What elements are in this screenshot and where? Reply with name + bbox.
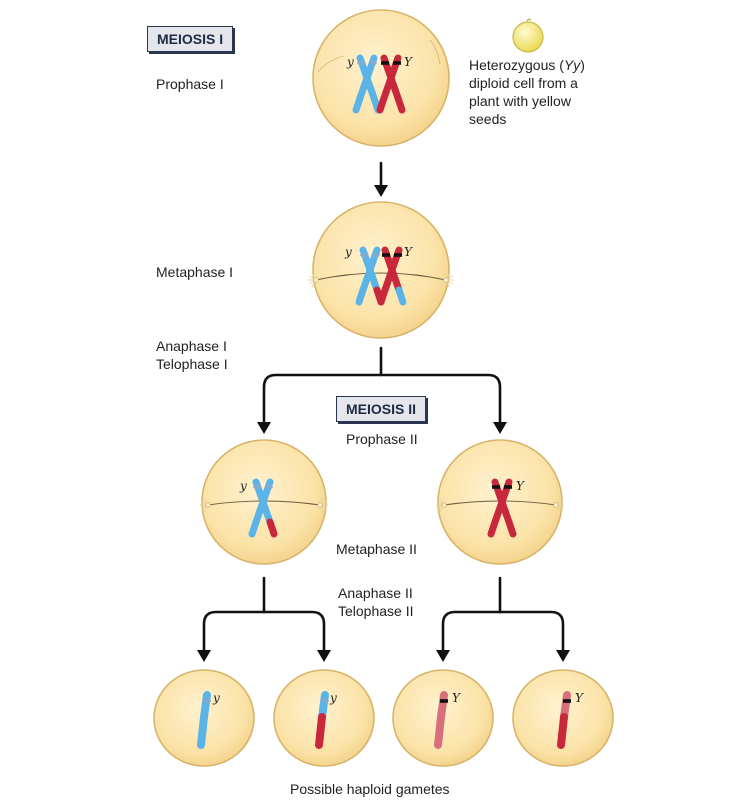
centrosome xyxy=(313,277,319,283)
flow-arrows xyxy=(197,161,570,662)
description-line3: plant with yellow xyxy=(469,93,571,109)
stage-label-prophase-ii: Prophase II xyxy=(346,431,418,447)
description-line1-post: ) xyxy=(580,57,585,73)
centrosome xyxy=(317,502,323,508)
allele-label-Y: Y xyxy=(575,691,584,705)
stage-label-anaphase-ii: Anaphase II xyxy=(338,585,413,601)
arrow-head-icon xyxy=(374,185,388,197)
allele-label-Y: Y xyxy=(452,691,461,705)
chromatid-arm xyxy=(487,518,499,538)
connector-elbow xyxy=(262,373,381,422)
description-genotype: Yy xyxy=(563,57,581,73)
allele-locus-band xyxy=(382,253,390,257)
chromatid-arm xyxy=(266,518,278,538)
meiosis-i-heading: MEIOSIS I xyxy=(147,26,234,52)
footer-caption: Possible haploid gametes xyxy=(290,781,450,797)
chromatid-arm xyxy=(377,286,389,306)
allele-locus xyxy=(253,484,261,490)
yellow-seed-icon xyxy=(512,18,544,53)
spindle-fiber xyxy=(315,272,447,281)
arrow-head-icon xyxy=(197,650,211,662)
chromatid-arm xyxy=(355,286,367,306)
chromatid-arm xyxy=(557,713,568,749)
cell xyxy=(312,9,450,147)
cells-layer xyxy=(153,9,614,767)
connector-elbow xyxy=(500,610,565,650)
arrow-head-icon xyxy=(556,650,570,662)
chromatid-arm xyxy=(352,94,364,114)
allele-locus-band xyxy=(492,485,500,489)
chromosomes-layer xyxy=(197,54,571,749)
stage-label-anaphase-i: Anaphase I xyxy=(156,338,227,354)
meiosis-ii-heading: MEIOSIS II xyxy=(336,396,427,422)
centrosome xyxy=(553,502,559,508)
centrosome xyxy=(441,502,447,508)
allele-locus xyxy=(321,698,329,704)
chromatid-arm xyxy=(248,518,260,538)
spindle-fiber xyxy=(429,39,441,65)
cell xyxy=(312,201,450,339)
connector-elbow xyxy=(264,610,326,650)
allele-locus-band xyxy=(381,61,389,65)
allele-label-y: y xyxy=(239,479,247,493)
centrosome xyxy=(205,502,211,508)
description-line4: seeds xyxy=(469,111,507,127)
chromatid-arm xyxy=(376,94,388,114)
allele-label-Y: Y xyxy=(404,55,413,69)
spindle-fiber xyxy=(317,55,345,73)
allele-locus-band xyxy=(504,485,512,489)
allele-locus xyxy=(360,252,368,258)
connector-elbow xyxy=(202,610,264,650)
chromatid-arm xyxy=(505,518,517,538)
chromatid-arm xyxy=(394,94,406,114)
chromatid-arm xyxy=(315,713,326,749)
connector-elbow xyxy=(441,610,500,650)
stage-label-telophase-ii: Telophase II xyxy=(338,603,414,619)
stage-label-metaphase-i: Metaphase I xyxy=(156,264,234,280)
connector-elbow xyxy=(381,373,502,422)
allele-locus xyxy=(369,60,377,66)
allele-label-Y: Y xyxy=(516,479,525,493)
allele-locus-band xyxy=(393,61,401,65)
allele-locus-band xyxy=(563,699,571,703)
description-line2: diploid cell from a xyxy=(469,75,578,91)
allele-label-Y: Y xyxy=(404,245,413,259)
chromatid-arm xyxy=(197,713,208,749)
allele-locus-band xyxy=(440,699,448,703)
arrow-head-icon xyxy=(493,422,507,434)
allele-label-y: y xyxy=(346,55,354,69)
allele-locus xyxy=(372,252,380,258)
allele-locus xyxy=(357,60,365,66)
arrow-head-icon xyxy=(257,422,271,434)
allele-label-y: y xyxy=(344,245,352,259)
arrow-head-icon xyxy=(436,650,450,662)
allele-locus-band xyxy=(394,253,402,257)
allele-label-y: y xyxy=(329,691,337,705)
allele-locus xyxy=(203,698,211,704)
arrow-head-icon xyxy=(317,650,331,662)
description-line1-pre: Heterozygous ( xyxy=(469,57,564,73)
allele-label-y: y xyxy=(212,691,220,705)
chromatid-arm xyxy=(395,286,407,306)
allele-locus xyxy=(265,484,273,490)
stage-label-telophase-i: Telophase I xyxy=(156,356,228,372)
stage-label-metaphase-ii: Metaphase II xyxy=(336,541,417,557)
stage-label-prophase-i: Prophase I xyxy=(156,76,224,92)
allele-labels: y Y y Y y Y y y Y Y xyxy=(212,55,584,705)
centrosome xyxy=(443,277,449,283)
cell-description: Heterozygous (Yy) diploid cell from a pl… xyxy=(469,56,585,128)
chromatid-arm xyxy=(434,713,445,749)
